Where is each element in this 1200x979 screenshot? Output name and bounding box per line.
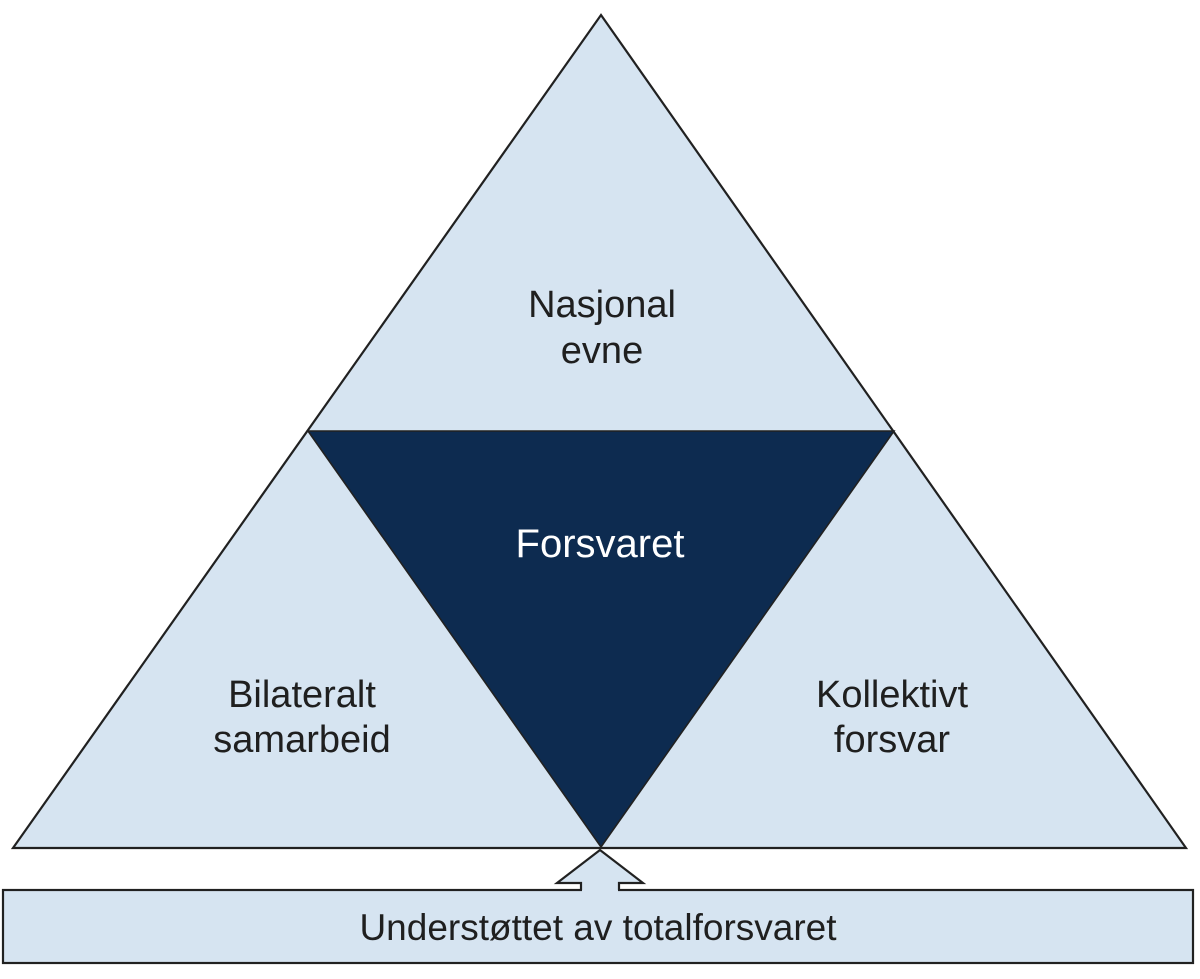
left-section-label-line2: samarbeid [213,719,390,761]
right-section-label-line1: Kollektivt [816,674,968,716]
top-section-label-line1: Nasjonal [528,284,676,326]
left-section-label-line1: Bilateralt [228,674,376,716]
support-bar-label: Understøttet av totalforsvaret [359,907,837,948]
up-arrow-icon [553,848,647,890]
support-bar-shape [1,888,1195,965]
center-section-label: Forsvaret [516,522,685,566]
forsvaret-triangle-shape [306,430,896,849]
right-section-label-line2: forsvar [834,719,950,761]
top-section-label-line2: evne [561,330,643,372]
